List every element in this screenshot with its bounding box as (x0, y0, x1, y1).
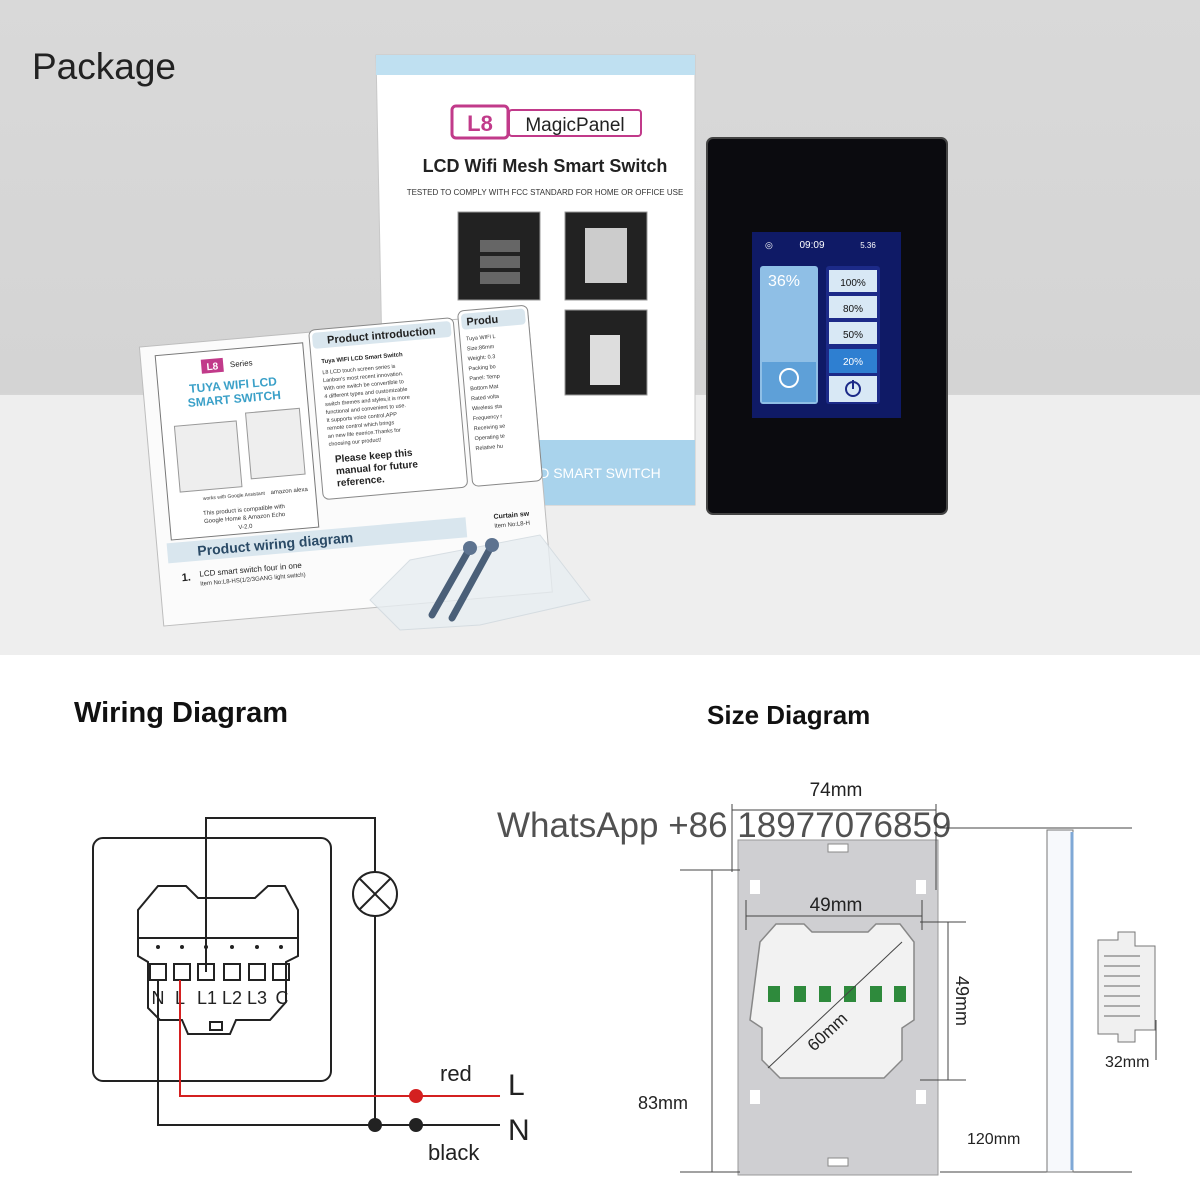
manual-booklet: L8 Series TUYA WIFI LCD SMART SWITCH wor… (138, 305, 553, 627)
box-bottom-text: D SMART SWITCH (539, 465, 661, 481)
manual-series-badge: L8 (206, 361, 219, 373)
terminal-l3: L3 (247, 988, 267, 1008)
switch-module (137, 885, 299, 1035)
smart-panel: ◎ 09:09 5.36 36% 100% 80% 50% 20% (706, 137, 948, 515)
right-line-9: Frequency r (473, 414, 503, 423)
neutral-junction-1 (368, 1118, 382, 1132)
dim-height-outer: 83mm (638, 1093, 688, 1113)
panel-wifi-icon: ◎ (765, 240, 773, 250)
size-diagram: 74mm 49mm 49mm 60mm 83mm 32mm 120mm (638, 780, 1157, 1176)
right-line-1: Tuya WIFI L (466, 334, 496, 343)
neutral-label: N (508, 1114, 530, 1147)
dim-height-inner: 49mm (952, 976, 972, 1026)
right-line-4: Packing bo (468, 364, 496, 372)
right-line-7: Rated volta (471, 394, 500, 402)
panel-time: 09:09 (799, 240, 824, 251)
live-wire (179, 980, 500, 1097)
live-junction (409, 1089, 423, 1103)
right-line-10: Receiving se (474, 423, 506, 432)
brand-badge-text: L8 (467, 111, 493, 136)
package-title: Package (32, 46, 176, 87)
lamp-icon (352, 871, 398, 917)
backbox-outline (92, 837, 332, 1082)
back-module (749, 923, 915, 1079)
right-line-5: Panel: Temp (469, 374, 500, 383)
whatsapp-watermark: WhatsApp +86 18977076859 (497, 806, 952, 845)
panel-power: 5.36 (860, 241, 876, 250)
right-line-2: Size:86mm (467, 344, 495, 352)
right-line-11: Operating te (474, 434, 505, 443)
panel-btn-50: 50% (843, 330, 863, 341)
manual-wiring-num: 1. (181, 571, 191, 584)
right-line-6: Bottom Mat (470, 384, 499, 392)
package-photo: L8 MagicPanel LCD Wifi Mesh Smart Switch… (0, 0, 1200, 655)
manual-keep-3: reference. (337, 474, 386, 489)
manual-curtain-item: Item No:L8-H (494, 521, 530, 530)
bulb-icon (779, 368, 799, 388)
panel-btn-80: 80% (843, 304, 863, 315)
box-headline: LCD Wifi Mesh Smart Switch (423, 156, 668, 176)
manual-version: V-2.0 (238, 524, 253, 531)
dim-width-outer: 74mm (810, 780, 863, 801)
manual-series-label: Series (230, 358, 253, 369)
box-tagline: TESTED TO COMPLY WITH FCC STANDARD FOR H… (407, 188, 684, 197)
neutral-wire (157, 980, 500, 1126)
intro-line-8: remote control which brings (327, 420, 395, 432)
wiring-diagram: N L L1 L2 L3 C red black L N (92, 817, 530, 1165)
wire-red-label: red (440, 1061, 472, 1086)
panel-btn-20: 20% (843, 357, 863, 368)
load-wire (205, 817, 376, 972)
manual-works-with: works with Google Assistant (203, 491, 266, 502)
right-line-8: Wireless sta (472, 404, 503, 413)
brand-name: MagicPanel (525, 115, 624, 136)
terminal-l1: L1 (197, 988, 217, 1008)
size-title: Size Diagram (707, 700, 871, 730)
neutral-junction-2 (409, 1118, 423, 1132)
wire-black-label: black (428, 1140, 480, 1165)
wiring-title: Wiring Diagram (74, 697, 289, 729)
screw-bag (369, 534, 591, 631)
package-illustration: L8 MagicPanel LCD Wifi Mesh Smart Switch… (0, 54, 1200, 655)
right-line-3: Weight: 0.3 (467, 354, 495, 362)
side-view (1046, 829, 1156, 1173)
panel-level: 36% (768, 273, 800, 290)
live-label: L (508, 1069, 525, 1102)
manual-curtain-title: Curtain sw (493, 511, 530, 521)
intro-line-10: choosing our product! (328, 437, 382, 448)
manual-alexa: amazon alexa (270, 487, 308, 496)
panel-btn-100: 100% (840, 278, 866, 289)
terminal-l2: L2 (222, 988, 242, 1008)
right-line-12: Relative hu (475, 444, 503, 452)
manual-right-title: Produ (466, 314, 499, 329)
dim-total-height: 120mm (967, 1131, 1020, 1148)
dim-depth: 32mm (1105, 1054, 1149, 1071)
dim-width-inner: 49mm (810, 895, 863, 916)
terminal-c: C (276, 988, 289, 1008)
